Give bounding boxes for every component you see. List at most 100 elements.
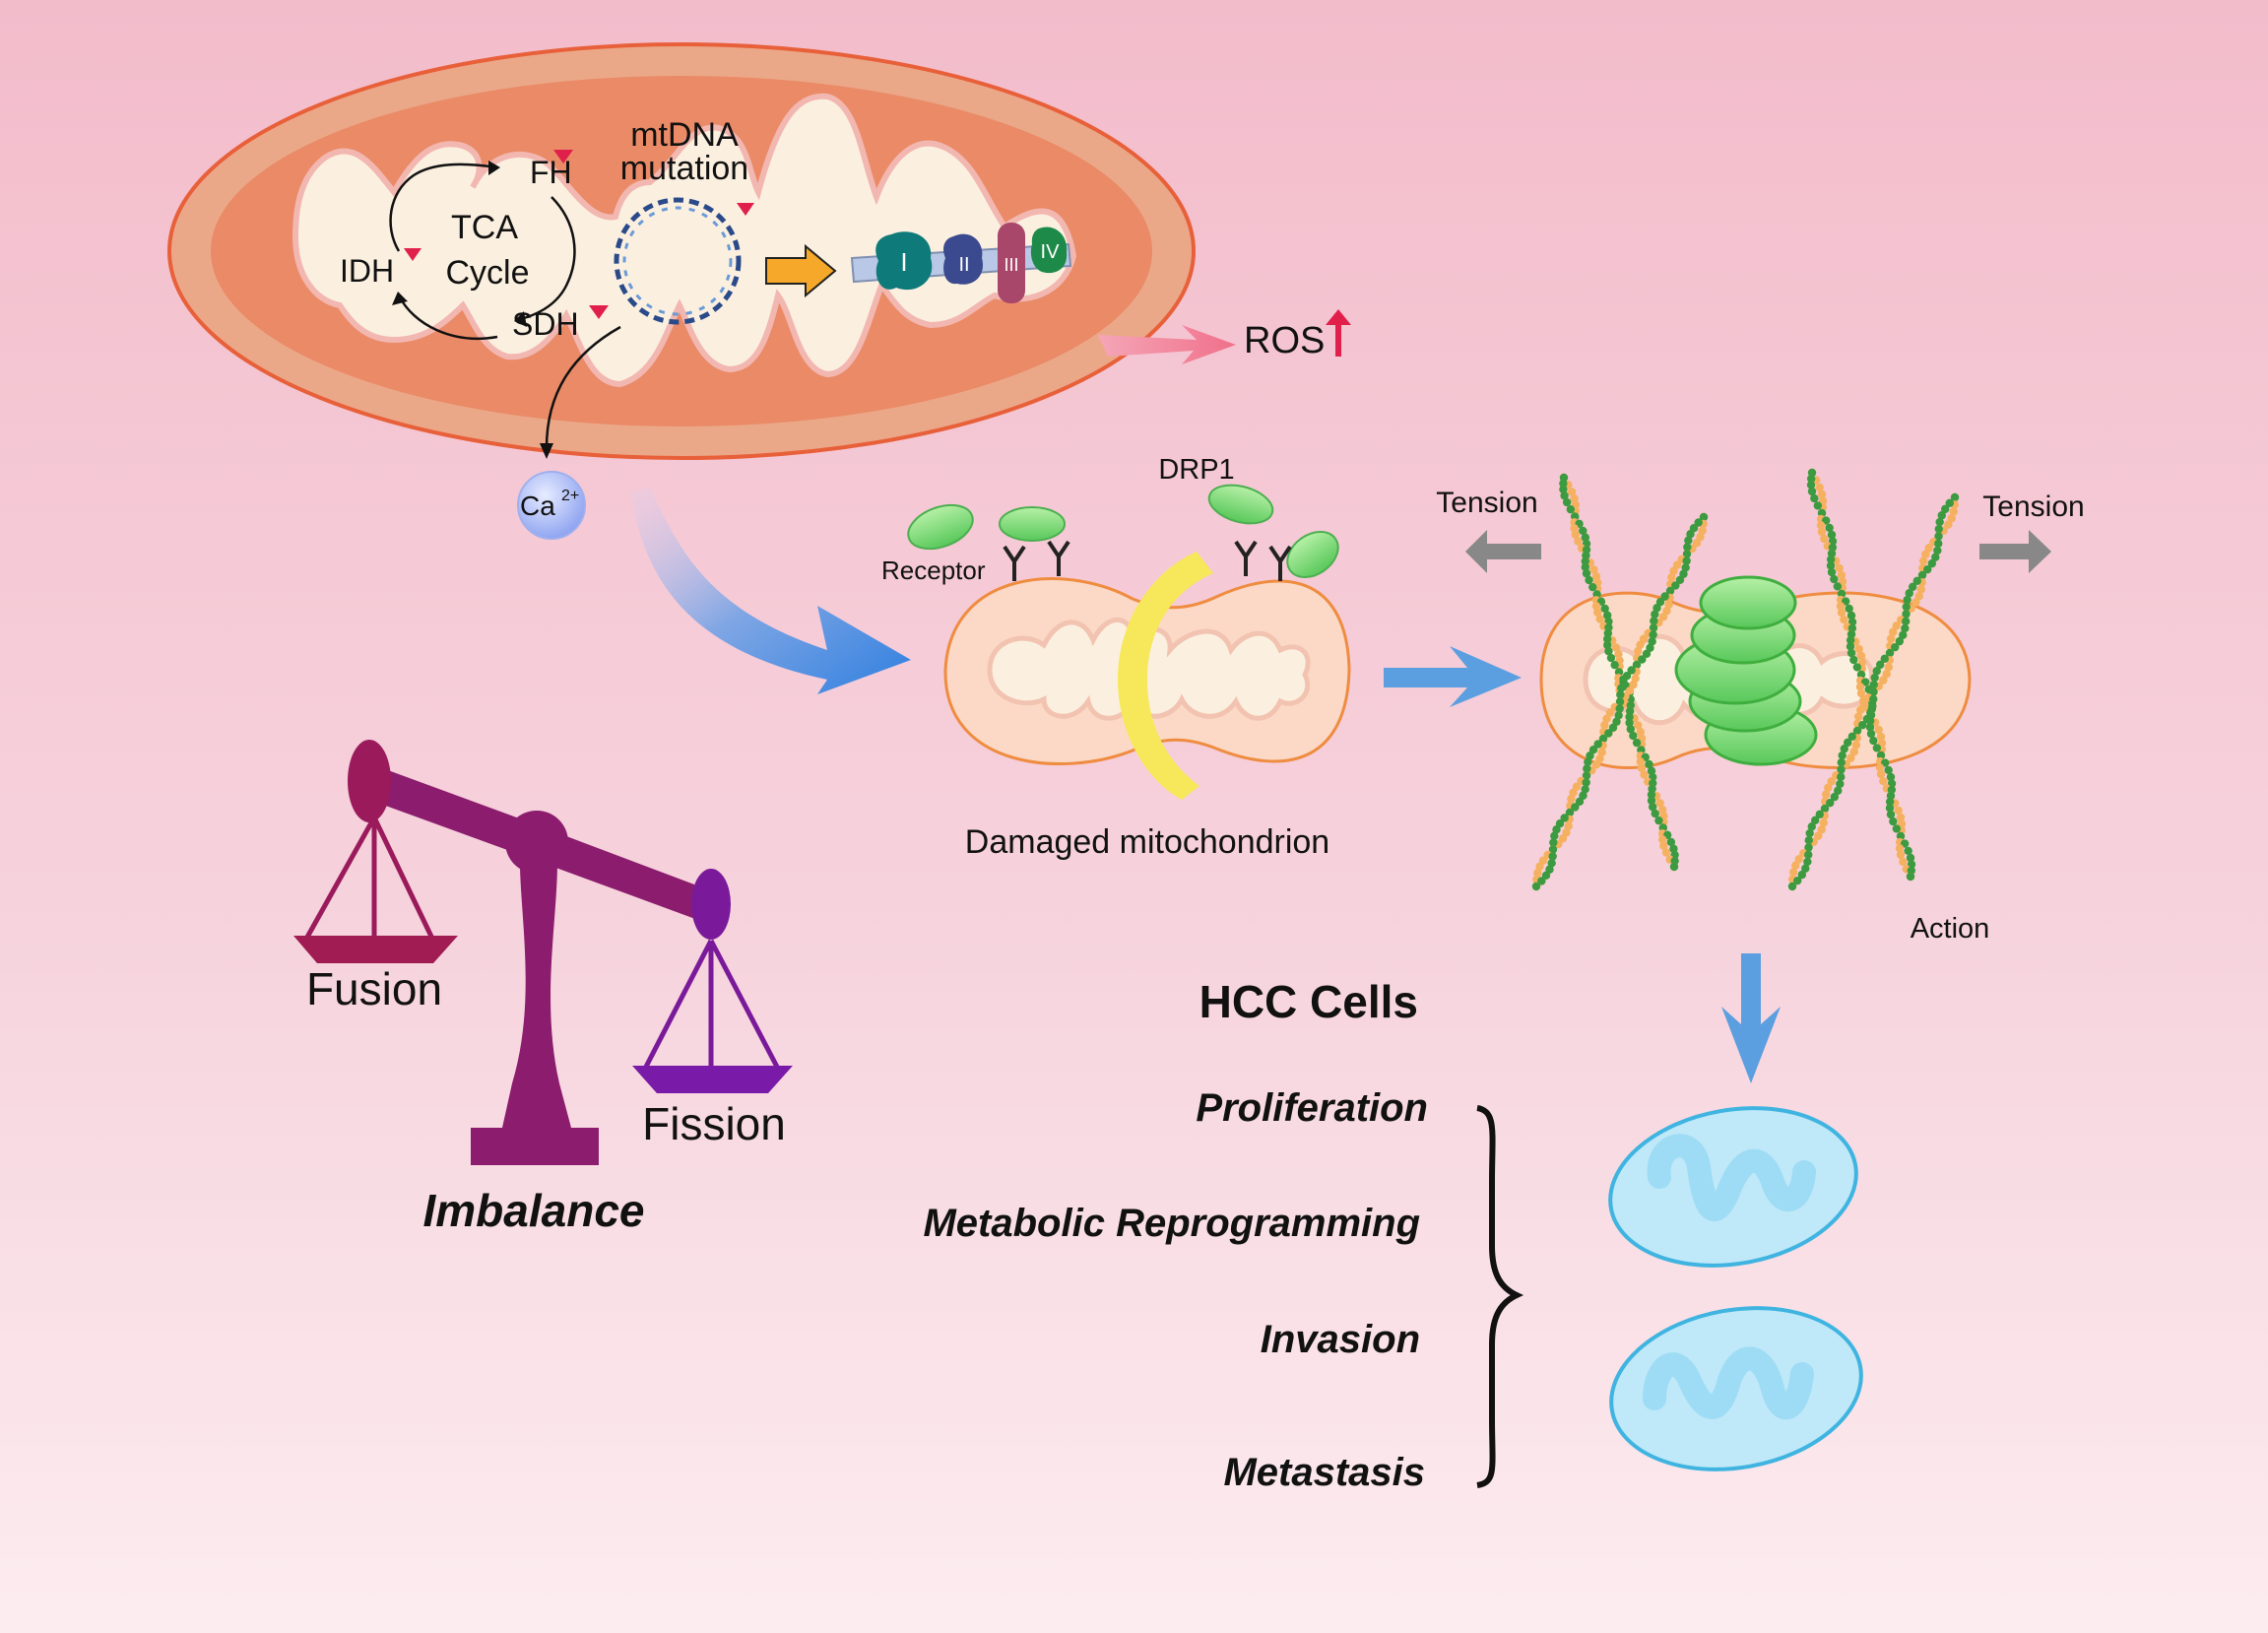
complex-i-icon: I: [875, 231, 933, 291]
actin-dot: [1615, 697, 1625, 706]
actin-dot: [1827, 567, 1837, 577]
actin-dot: [1810, 493, 1819, 503]
mtdna-label: mtDNA: [630, 116, 739, 154]
actin-dot: [1595, 615, 1604, 623]
actin-dot: [1940, 504, 1950, 514]
actin-dot: [1827, 777, 1836, 786]
actin-dot: [1636, 728, 1646, 737]
actin-dot: [1603, 640, 1612, 650]
actin-dot: [1837, 765, 1846, 774]
actin-dot: [1638, 655, 1647, 664]
actin-dot: [1849, 748, 1858, 756]
actin-dot: [1807, 822, 1816, 831]
actin-dot: [1935, 517, 1944, 527]
actin-dot: [1855, 683, 1865, 691]
actin-dot: [1649, 630, 1657, 639]
actin-dot: [1645, 759, 1653, 769]
actin-dot: [1640, 770, 1649, 779]
actin-dot: [1902, 602, 1911, 612]
idh-label: IDH: [340, 253, 394, 289]
actin-dot: [1950, 492, 1960, 502]
actin-dot: [1882, 670, 1891, 679]
complex-i-label: I: [900, 247, 907, 277]
actin-dot: [1876, 732, 1886, 742]
actin-dot: [1847, 753, 1855, 762]
actin-dot: [1815, 810, 1824, 819]
actin-dot: [1664, 600, 1673, 609]
actin-dot: [1637, 763, 1647, 772]
actin-dot: [1868, 701, 1877, 711]
actin-dot: [1608, 723, 1618, 732]
actin-dot: [1584, 757, 1592, 766]
actin-dot: [1914, 592, 1923, 601]
actin-dot: [1846, 642, 1855, 651]
actin-dot: [1875, 763, 1885, 772]
actin-dot: [1837, 608, 1847, 618]
curved-blue-arrow: [630, 488, 911, 694]
actin-dot: [1665, 586, 1675, 596]
actin-dot: [1819, 818, 1829, 827]
actin-dot: [1908, 582, 1917, 592]
actin-dot: [1582, 771, 1591, 780]
outcome-invasion: Invasion: [1261, 1318, 1420, 1361]
outcome-proliferation: Proliferation: [1196, 1086, 1428, 1130]
actin-dot: [1862, 714, 1872, 724]
actin-dot: [1837, 757, 1846, 767]
actin-dot: [1537, 877, 1546, 885]
actin-dot: [1840, 615, 1848, 624]
actin-dot: [1826, 798, 1835, 808]
actin-dot: [1894, 806, 1903, 816]
actin-dot: [1817, 825, 1826, 834]
actin-dot: [1892, 824, 1902, 833]
actin-dot: [1681, 563, 1690, 572]
actin-dot: [1872, 667, 1881, 676]
actin-dot: [1589, 565, 1598, 574]
tca-arrowheads: [392, 161, 527, 327]
actin-dot: [1550, 831, 1559, 840]
actin-dot: [1625, 718, 1634, 728]
drp1-ring-stack: [1674, 575, 1818, 766]
actin-dot: [1876, 769, 1886, 779]
actin-dot: [1602, 634, 1612, 644]
actin-dot: [1682, 556, 1691, 565]
actin-dot: [1582, 569, 1591, 578]
actin-dot: [1591, 602, 1601, 611]
actin-dot: [1854, 644, 1863, 654]
actin-dot: [1583, 764, 1591, 773]
actin-dot: [1847, 611, 1856, 621]
ros-up-arrow-icon: [1326, 309, 1351, 357]
actin-dot: [1567, 795, 1576, 804]
actin-dot: [1600, 604, 1609, 614]
actin-dot: [1916, 585, 1926, 594]
actin-dot: [1629, 731, 1638, 741]
receptor-label: Receptor: [881, 555, 986, 585]
actin-dot: [1807, 487, 1817, 496]
actin-dot: [1813, 501, 1823, 510]
actin-dot: [1582, 778, 1590, 787]
actin-dot: [1825, 523, 1834, 533]
actin-dot: [1627, 666, 1636, 675]
actin-dot: [1636, 757, 1646, 766]
blue-arrow-down: [1721, 953, 1781, 1083]
actin-dot: [1560, 491, 1569, 500]
mutation-label: mutation: [620, 150, 748, 187]
actin-dot: [1869, 694, 1878, 704]
actin-dot: [1869, 680, 1878, 689]
actin-dot: [1581, 785, 1589, 794]
actin-dot: [1634, 647, 1643, 656]
actin-dot: [1918, 556, 1928, 565]
actin-dot: [1944, 520, 1953, 529]
outcome-metabolic-reprogramming: Metabolic Reprogramming: [923, 1202, 1420, 1245]
actin-dot: [1879, 676, 1888, 685]
actin-dot: [1804, 835, 1813, 845]
actin-dot: [1660, 592, 1669, 601]
actin-dot: [1804, 843, 1813, 852]
actin-dot: [1794, 855, 1803, 864]
actin-dot: [1797, 870, 1807, 880]
actin-dot: [1593, 740, 1602, 749]
actin-dot: [1570, 524, 1579, 533]
actin-dot: [1856, 688, 1866, 698]
actin-dot: [1562, 497, 1572, 507]
complex-iii-label: III: [1004, 255, 1018, 275]
actin-dot: [1549, 838, 1558, 847]
